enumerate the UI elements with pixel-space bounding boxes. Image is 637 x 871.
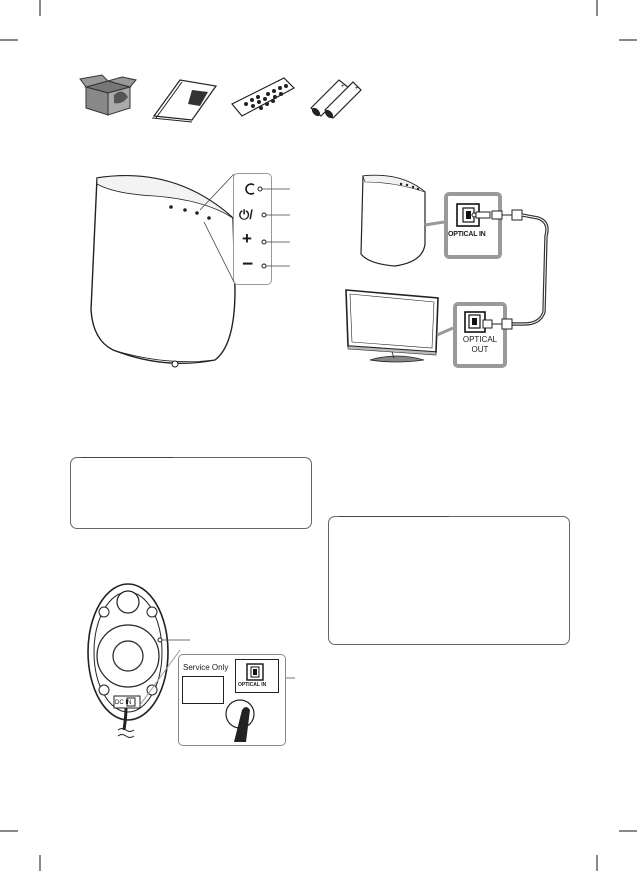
note-box-left (70, 457, 312, 529)
optical-in-bottom-label: OPTICAL IN (238, 682, 267, 688)
volume-down-icon: − (242, 254, 254, 275)
note-box-right-tab (339, 516, 449, 517)
power-icon: ⏻/ (239, 207, 253, 222)
callout-lines (199, 173, 290, 283)
dc-plug-icon (225, 699, 255, 742)
service-port-frame (182, 676, 224, 704)
optical-out-port-icon (464, 311, 486, 333)
optical-in-inset (444, 192, 502, 259)
optical-in-port-icon (456, 203, 480, 227)
small-port-label: DC IN (115, 700, 131, 706)
service-only-label: Service Only (183, 663, 229, 672)
note-box-right (328, 516, 570, 645)
function-icon (245, 183, 255, 195)
speaker-bottom-illustration: DC IN (87, 583, 169, 738)
optical-cable (471, 209, 549, 330)
optical-out-label-line2: OUT (471, 345, 489, 354)
optical-out-label-line1: OPTICAL (462, 335, 498, 344)
tv-illustration (345, 289, 439, 363)
batteries-icon: ++ (310, 79, 362, 119)
optical-in-bottom-port-icon (246, 663, 264, 681)
manual-icon (151, 79, 218, 123)
svg-text:+: + (355, 86, 359, 92)
speaker-side-illustration (360, 174, 426, 267)
volume-up-icon: + (242, 229, 252, 248)
optical-in-label: OPTICAL IN (448, 231, 486, 238)
note-box-left-tab (81, 457, 173, 458)
remote-control-icon (231, 77, 295, 117)
speaker-box-icon (79, 74, 137, 116)
connection-lead-lines (424, 220, 454, 337)
svg-text:+: + (341, 84, 345, 90)
speaker-front-illustration (90, 175, 236, 368)
